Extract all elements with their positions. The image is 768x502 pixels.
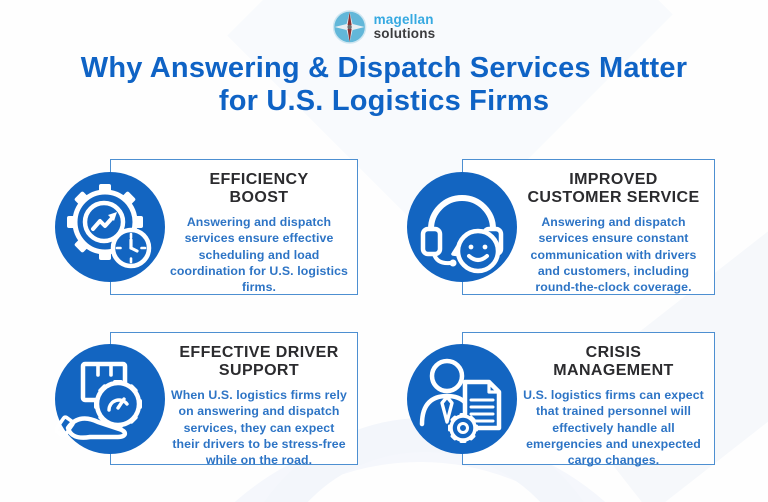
card-title: EFFICIENCY BOOST — [169, 171, 349, 207]
card-title: EFFECTIVE DRIVER SUPPORT — [169, 344, 349, 380]
card-title-line1: CRISIS — [585, 344, 642, 361]
brand-name-bottom: solutions — [373, 26, 436, 41]
card-effective-driver-support: EFFECTIVE DRIVER SUPPORT When U.S. logis… — [55, 332, 358, 467]
card-title-line2: BOOST — [229, 188, 289, 206]
card-title-line1: EFFECTIVE DRIVER — [179, 344, 339, 361]
card-improved-customer-service: IMPROVED CUSTOMER SERVICE Answering and … — [407, 159, 715, 295]
person-document-gear-icon — [407, 343, 517, 454]
card-efficiency-boost: EFFICIENCY BOOST Answering and dispatch … — [55, 159, 358, 295]
card-title: IMPROVED CUSTOMER SERVICE — [521, 171, 706, 207]
card-crisis-management: CRISIS MANAGEMENT U.S. logistics firms c… — [407, 332, 715, 467]
page-title-line1: Why Answering & Dispatch Services Matter — [80, 52, 688, 84]
card-title-line1: IMPROVED — [569, 171, 658, 188]
card-title: CRISIS MANAGEMENT — [521, 344, 706, 380]
hand-box-gauge-icon — [55, 343, 165, 454]
brand-name-top: magellan — [373, 12, 434, 28]
page-title-line2: for U.S. Logistics Firms — [218, 85, 550, 118]
card-title-line1: EFFICIENCY — [209, 171, 309, 188]
headset-smiley-icon — [407, 172, 517, 282]
compass-icon — [332, 10, 367, 44]
brand-name: magellan solutions — [374, 13, 436, 41]
card-body: U.S. logistics firms can expect that tra… — [523, 387, 704, 468]
card-body: When U.S. logistics firms rely on answer… — [171, 387, 347, 468]
card-title-line2: MANAGEMENT — [553, 361, 674, 379]
card-body: Answering and dispatch services ensure c… — [530, 214, 697, 295]
brand-logo: magellan solutions — [332, 10, 436, 44]
card-title-line2: SUPPORT — [218, 361, 300, 379]
card-body: Answering and dispatch services ensure e… — [169, 214, 348, 295]
page-title: Why Answering & Dispatch Services Matter… — [0, 52, 768, 118]
gear-chart-clock-icon — [55, 172, 165, 282]
card-title-line2: CUSTOMER SERVICE — [527, 188, 700, 206]
